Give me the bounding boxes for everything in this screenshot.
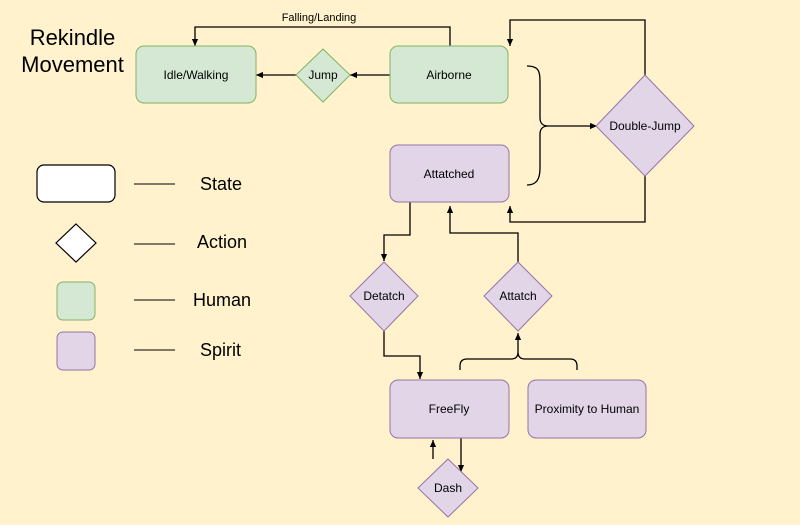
node-double-jump-label: Double-Jump — [609, 119, 681, 133]
node-jump: Jump — [295, 48, 351, 103]
node-idle-walking: Idle/Walking — [135, 45, 257, 104]
legend-human: Human — [56, 281, 251, 321]
legend-state: State — [36, 164, 242, 203]
legend-action: Action — [55, 223, 247, 263]
legend-human-label: Human — [193, 290, 251, 310]
bracket-proximity-attach — [459, 351, 578, 370]
node-freefly-label: FreeFly — [429, 402, 470, 416]
node-detach-label: Detatch — [363, 289, 404, 303]
node-airborne: Airborne — [389, 45, 509, 104]
legend-state-label: State — [200, 174, 242, 194]
legend: State Action Human Spirit — [36, 164, 251, 371]
node-attached: Attatched — [389, 144, 510, 203]
legend-spirit: Spirit — [56, 331, 241, 371]
node-attach-label: Attatch — [499, 289, 536, 303]
node-double-jump: Double-Jump — [595, 74, 695, 177]
node-detach: Detatch — [349, 261, 419, 332]
bracket-airborne-attached — [526, 65, 549, 186]
node-jump-label: Jump — [308, 68, 338, 82]
node-freefly: FreeFly — [389, 379, 510, 439]
legend-spirit-swatch — [56, 331, 96, 371]
legend-state-swatch — [36, 164, 116, 203]
edge-detach-freefly — [383, 330, 424, 379]
diagram-title: Rekindle Movement — [10, 24, 135, 78]
node-idle-walking-label: Idle/Walking — [164, 68, 229, 82]
legend-action-label: Action — [197, 232, 247, 252]
legend-action-swatch — [55, 223, 97, 263]
edge-doublejump-attached — [506, 176, 646, 223]
edge-airborne-idle-falling — [191, 26, 451, 46]
legend-spirit-label: Spirit — [200, 340, 241, 360]
title-line-1: Rekindle — [29, 25, 116, 50]
node-airborne-label: Airborne — [426, 68, 472, 82]
edge-attached-detach — [380, 202, 411, 261]
node-proximity-label: Proximity to Human — [535, 402, 640, 416]
node-attach: Attatch — [483, 261, 553, 332]
node-dash-label: Dash — [434, 481, 462, 495]
edge-attach-attached — [446, 206, 519, 262]
edge-label-falling-landing: Falling/Landing — [282, 12, 357, 24]
node-proximity-to-human: Proximity to Human — [527, 379, 647, 439]
node-attached-label: Attatched — [424, 167, 475, 181]
node-dash: Dash — [417, 458, 479, 518]
legend-human-swatch — [56, 281, 96, 321]
title-line-2: Movement — [21, 52, 124, 77]
edge-doublejump-airborne — [506, 19, 646, 76]
